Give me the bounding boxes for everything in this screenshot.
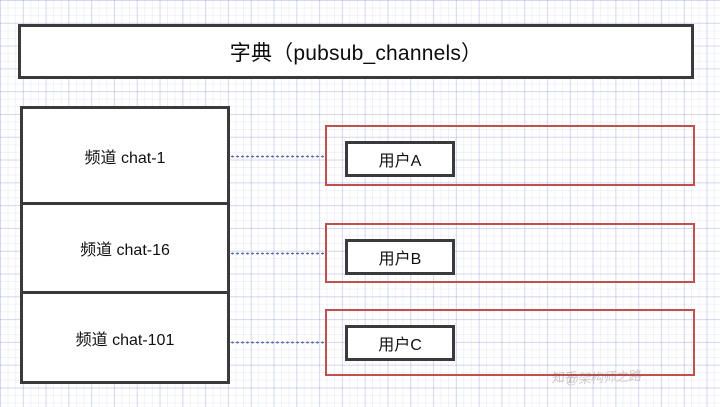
connector-chat-101-to-group-c <box>230 341 326 344</box>
subscriber-group-a: 用户A <box>325 125 695 186</box>
subscriber-group-c: 用户C <box>325 309 695 376</box>
channel-label-chat-101: 频道 chat-101 <box>75 331 175 349</box>
channel-label-chat-16: 频道 chat-16 <box>80 242 170 259</box>
subscriber-label-b: 用户B <box>378 251 422 268</box>
channel-table: 频道 chat-1 频道 chat-16 频道 chat-101 <box>20 106 230 384</box>
dictionary-title-label: 字典（pubsub_channels） <box>229 41 483 65</box>
subscriber-label-c: 用户C <box>378 337 422 354</box>
channel-row: 频道 chat-1 <box>23 109 227 205</box>
subscriber-box-a: 用户A <box>345 141 455 177</box>
subscriber-box-b: 用户B <box>345 239 455 275</box>
channel-label-chat-1: 频道 chat-1 <box>84 149 166 167</box>
dictionary-title-box: 字典（pubsub_channels） <box>18 24 694 79</box>
subscriber-group-b: 用户B <box>325 223 695 283</box>
connector-chat-16-to-group-b <box>230 252 326 255</box>
connector-chat-1-to-group-a <box>230 155 326 158</box>
subscriber-label-a: 用户A <box>378 153 422 170</box>
subscriber-box-c: 用户C <box>345 325 455 361</box>
channel-row: 频道 chat-16 <box>23 205 227 294</box>
channel-row: 频道 chat-101 <box>23 294 227 381</box>
